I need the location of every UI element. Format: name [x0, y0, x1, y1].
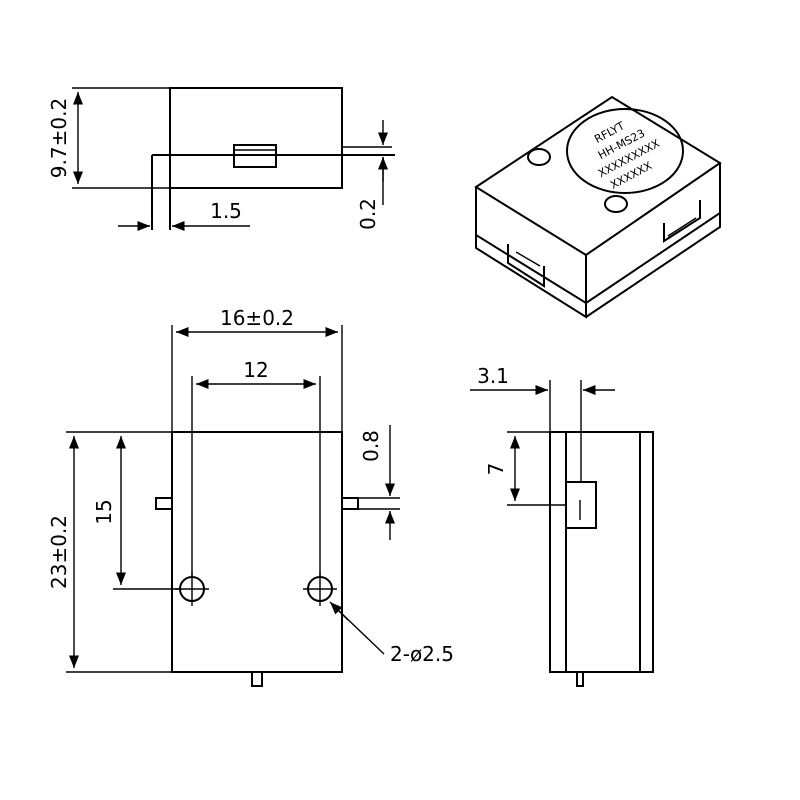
dim-body-width: 16±0.2 — [171, 306, 343, 432]
dim-hole-spacing-label: 12 — [243, 358, 268, 382]
side-section-view — [549, 431, 654, 687]
isometric-view: RFLYT HH-MS23 XXXXXXXXX XXXXXX — [474, 95, 722, 319]
dim-height-side-label: 9.7±0.2 — [47, 98, 71, 178]
dim-side-depth-label: 3.1 — [477, 364, 509, 388]
pin-right — [341, 497, 359, 510]
pin-left — [155, 497, 173, 510]
side-pin-right — [663, 200, 701, 243]
dim-pin-gap: 0.2 — [342, 120, 392, 230]
dim-pin-height: 0.8 — [358, 425, 400, 540]
dim-hole-vertical-label: 15 — [92, 499, 116, 524]
dim-holes-label: 2-ø2.5 — [390, 642, 454, 666]
top-plan-view — [155, 431, 359, 687]
dim-side-offset-label: 7 — [484, 463, 508, 476]
dim-hole-vertical: 15 — [92, 436, 180, 590]
dim-body-height: 23±0.2 — [47, 431, 252, 673]
dim-pin-height-label: 0.8 — [359, 430, 383, 462]
dim-pin-width: 1.5 — [118, 199, 250, 232]
side-elevation-view — [151, 87, 395, 230]
pin-bottom — [251, 671, 263, 687]
dim-holes-leader: 2-ø2.5 — [329, 601, 454, 666]
dim-pin-width-label: 1.5 — [210, 199, 242, 223]
dim-body-height-label: 23±0.2 — [47, 515, 71, 589]
dim-side-offset: 7 — [484, 431, 566, 506]
dim-body-width-label: 16±0.2 — [220, 306, 294, 330]
mount-hole-iso-left — [527, 148, 551, 166]
side-pin-window — [565, 481, 597, 529]
dim-height-side: 9.7±0.2 — [47, 87, 170, 189]
side-pin-left — [507, 244, 545, 288]
dim-side-depth: 3.1 — [470, 364, 615, 482]
dim-pin-gap-label: 0.2 — [356, 198, 380, 230]
label-ellipse — [566, 108, 684, 194]
dim-hole-spacing: 12 — [191, 358, 321, 576]
side-pin-bottom — [576, 671, 584, 687]
mount-hole-iso-right — [604, 195, 628, 213]
